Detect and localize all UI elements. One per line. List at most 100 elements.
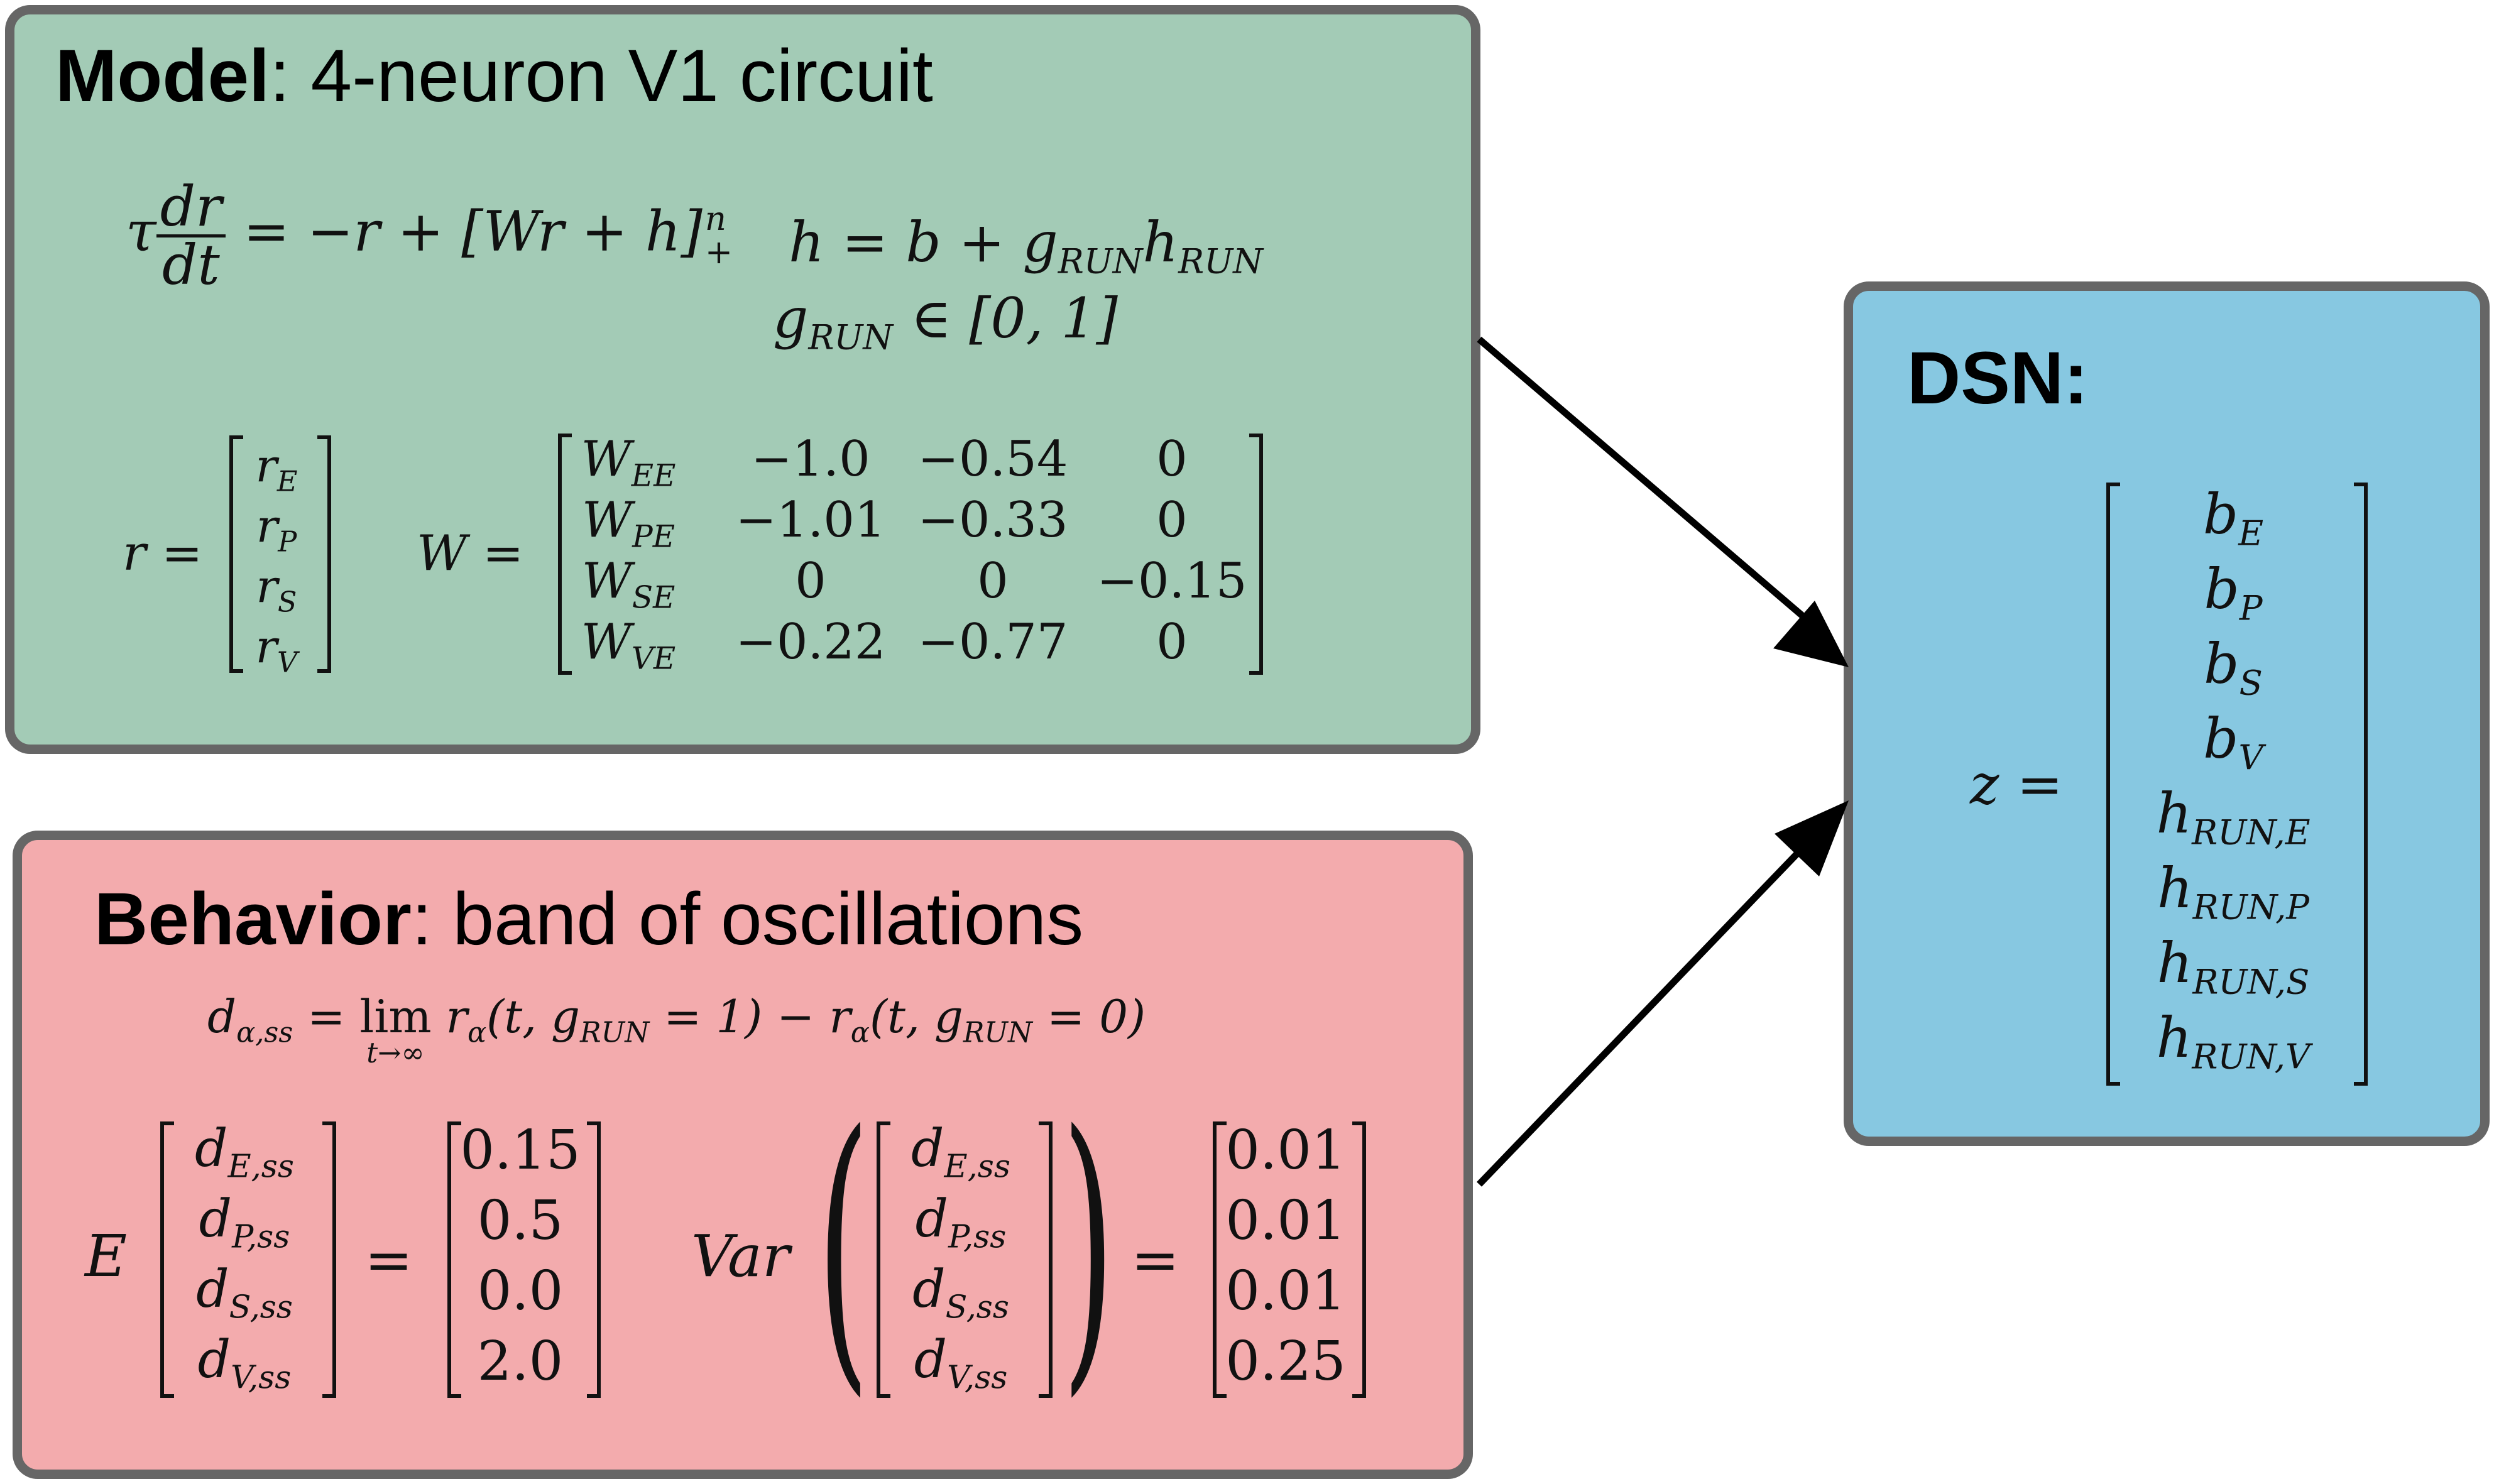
z-vector-entry-symbol: b: [2204, 631, 2240, 696]
derivative-numerator: dr: [156, 179, 226, 237]
W-matrix-entry: 0: [908, 557, 1078, 606]
var-value-entry: 0.01: [1217, 1123, 1354, 1177]
W-matrix-entry-symbol: −1.0: [751, 431, 870, 488]
mean-value-entry-symbol: 0.5: [477, 1189, 564, 1252]
gain-symbol: g: [773, 286, 809, 351]
W-matrix-entry: WVE: [566, 618, 691, 674]
W-matrix-entry: −0.33: [908, 496, 1078, 545]
W-matrix-entry-symbol: 0: [795, 553, 826, 609]
model-title: Model: 4-neuron V1 circuit: [55, 39, 933, 113]
gain-sub: RUN: [808, 317, 894, 357]
rate-end-1: = 1) − r: [664, 990, 851, 1043]
mean-d-entry-symbol: d: [196, 1260, 229, 1319]
expectation-symbol: E: [85, 1223, 128, 1290]
d-sub: α,ss: [236, 1016, 293, 1049]
mean-d-entry-symbol: d: [195, 1119, 228, 1179]
z-vector-entry: bS: [2113, 636, 2354, 700]
var-d-entry-subscript: P,ss: [948, 1218, 1007, 1255]
W-matrix-entry: −0.22: [726, 618, 895, 667]
W-matrix-entry-symbol: −0.33: [917, 492, 1068, 548]
z-vector-entry: hRUN,S: [2113, 936, 2354, 999]
dynamics-rhs: = −r + [Wr + h]: [243, 199, 703, 264]
z-vector-entry-symbol: b: [2204, 557, 2240, 621]
mean-d-entry: dS,ss: [165, 1264, 324, 1323]
mean-value-entry: 0.15: [452, 1123, 589, 1177]
W-matrix-entry-symbol: W: [581, 614, 632, 670]
z-vector-entry-symbol: h: [2157, 930, 2193, 995]
variance-symbol: Var: [691, 1223, 790, 1290]
tau-symbol: τ: [126, 199, 156, 264]
var-d-entry-symbol: d: [914, 1330, 948, 1390]
behavior-title-bold: Behavior: [94, 878, 412, 961]
r-vector-entry-symbol: r: [256, 560, 278, 613]
input-equation-lhs: h = b + g: [789, 210, 1058, 275]
rate-symbol-1: r: [446, 990, 468, 1043]
d-equals: =: [307, 990, 346, 1043]
W-matrix-entry: WPE: [566, 496, 691, 552]
var-value-entry: 0.01: [1217, 1194, 1354, 1248]
variance-left-paren: (: [817, 1071, 870, 1422]
W-matrix-entry-symbol: −1.01: [735, 492, 886, 548]
mean-d-entry-subscript: V,ss: [231, 1358, 292, 1396]
z-vector-entry-symbol: h: [2156, 1005, 2192, 1070]
gain-domain-equation: gRUN ∈ [0, 1]: [773, 291, 1118, 354]
mean-d-entry: dE,ss: [165, 1123, 324, 1182]
z-vector-entry: hRUN,V: [2113, 1010, 2354, 1074]
r-vector-entry-subscript: S: [277, 586, 297, 619]
r-vector-entry: rV: [233, 624, 320, 677]
z-vector-entry: hRUN,E: [2113, 786, 2354, 849]
mean-d-entry: dP,ss: [165, 1194, 324, 1253]
mean-value-entry: 0.0: [452, 1264, 589, 1318]
var-d-vector: [877, 1121, 1053, 1398]
W-matrix-entry-symbol: W: [581, 553, 632, 609]
z-vector-entry: hRUN,P: [2113, 861, 2354, 924]
W-matrix-entry: 0: [1093, 435, 1250, 484]
W-matrix: [558, 434, 1263, 675]
r-vector-label: r =: [123, 525, 203, 582]
mean-d-entry-subscript: S,ss: [229, 1288, 293, 1326]
var-d-entry: dP,ss: [881, 1194, 1041, 1253]
gain-sub-1: RUN: [580, 1016, 650, 1049]
behavior-to-dsn-arrow-line: [1477, 839, 1811, 1187]
W-matrix-entry: WEE: [566, 435, 691, 491]
mean-value-entry-symbol: 0.15: [460, 1119, 581, 1182]
W-matrix-entry-symbol: 0: [1156, 431, 1188, 488]
W-matrix-entry: 0: [726, 557, 895, 606]
dsn-panel: [1844, 281, 2490, 1146]
input-equation-h: h: [1142, 210, 1179, 275]
var-d-entry: dV,ss: [881, 1334, 1041, 1394]
var-value-entry: 0.25: [1217, 1334, 1354, 1389]
model-title-bold: Model: [55, 35, 270, 117]
W-matrix-entry: −1.01: [726, 496, 895, 545]
variance-equals: =: [1131, 1226, 1180, 1294]
r-vector-entry-subscript: P: [278, 525, 297, 559]
z-vector-label: z =: [1970, 752, 2064, 817]
rate-end-2: = 0): [1046, 990, 1146, 1043]
rate-args-2: (t, g: [869, 990, 963, 1043]
var-value-entry-symbol: 0.25: [1225, 1330, 1346, 1393]
rate-args-1: (t, g: [486, 990, 580, 1043]
var-value-entry-symbol: 0.01: [1225, 1119, 1346, 1182]
mean-d-entry-subscript: P,ss: [232, 1218, 290, 1255]
limit-subscript: t→∞: [366, 1037, 425, 1069]
z-vector-entry: bP: [2113, 562, 2354, 625]
z-vector-entry-subscript: RUN,S: [2192, 961, 2310, 1002]
var-d-entry-subscript: S,ss: [945, 1288, 1009, 1326]
mean-d-entry: dV,ss: [165, 1334, 324, 1394]
mean-value-entry-symbol: 2.0: [477, 1330, 564, 1393]
W-matrix-entry: 0: [1093, 618, 1250, 667]
W-matrix-entry-symbol: W: [581, 492, 633, 548]
mean-value-entry-symbol: 0.0: [477, 1260, 564, 1323]
z-vector-entry-subscript: RUN,V: [2192, 1036, 2311, 1077]
r-vector-entry-symbol: r: [256, 499, 278, 552]
input-equation-sub1: RUN: [1058, 241, 1143, 281]
rate-sub-2: α: [850, 1016, 870, 1049]
variance-right-paren: ): [1062, 1071, 1115, 1422]
z-vector-entry-subscript: P: [2239, 587, 2263, 628]
z-vector-entry-symbol: b: [2202, 482, 2239, 547]
W-matrix-entry-subscript: PE: [632, 519, 675, 555]
W-matrix-entry-subscript: SE: [632, 580, 675, 616]
mean-d-entry-subscript: E,ss: [227, 1147, 294, 1185]
